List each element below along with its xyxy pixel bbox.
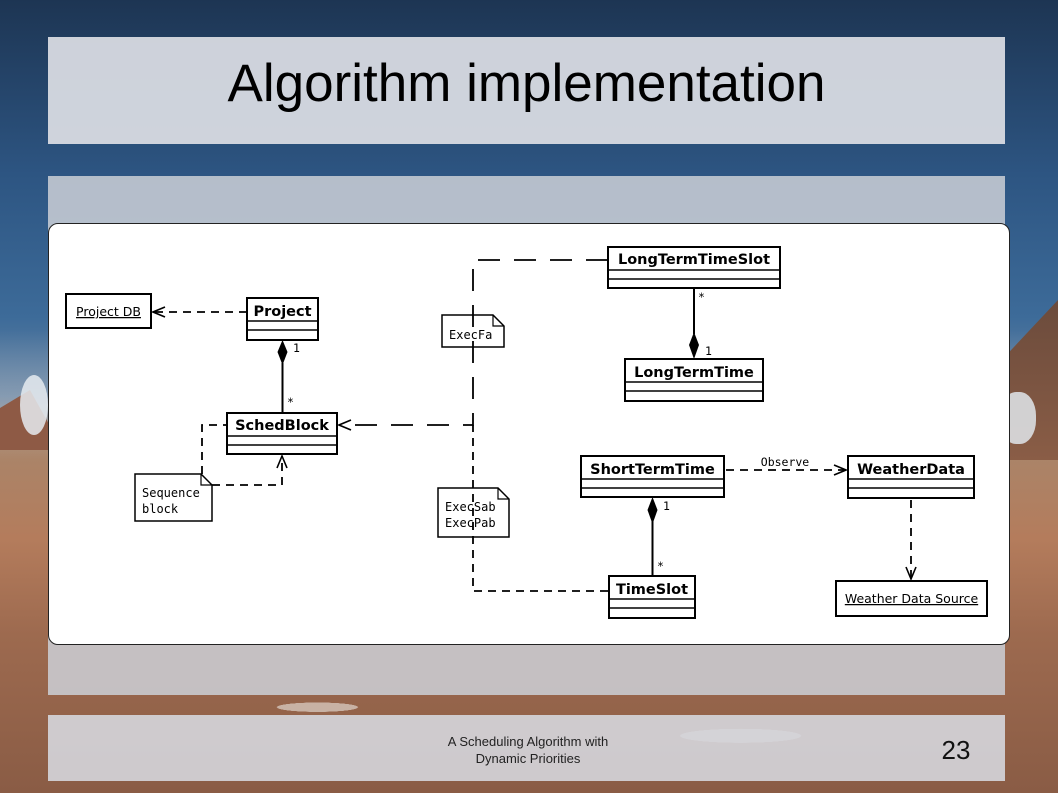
project-schedblock-mult-many: * xyxy=(287,395,294,409)
project-class: Project xyxy=(246,297,319,341)
shorttermtime-timeslot-composition: 1 * xyxy=(647,497,670,576)
background-antenna-left xyxy=(20,375,48,435)
footer-line-1: A Scheduling Algorithm with xyxy=(447,734,609,749)
title-panel: Algorithm implementation xyxy=(48,37,1005,144)
timeslot-class: TimeSlot xyxy=(608,575,696,619)
longtermtimeslot-class: LongTermTimeSlot xyxy=(607,246,781,289)
weatherdata-class: WeatherData xyxy=(847,455,975,499)
sequence-block-line1: Sequence xyxy=(142,486,200,500)
schedblock-class: SchedBlock xyxy=(226,412,338,455)
sequence-block-note: Sequence block xyxy=(134,473,213,522)
exec-fa-note: ExecFa xyxy=(441,314,505,348)
stt-ts-mult-many: * xyxy=(657,559,664,573)
weather-data-source-label: Weather Data Source xyxy=(845,591,979,606)
timeslot-class-label: TimeSlot xyxy=(616,582,688,598)
schedblock-class-label: SchedBlock xyxy=(235,418,329,434)
footer-caption: A Scheduling Algorithm with Dynamic Prio… xyxy=(428,733,628,767)
sequence-block-line2: block xyxy=(142,502,179,516)
sequence-block-self-dependency xyxy=(212,456,282,486)
footer-line-2: Dynamic Priorities xyxy=(475,751,581,766)
sequence-note-anchor xyxy=(201,424,227,474)
ltts-ltt-mult-many: * xyxy=(698,290,705,304)
uml-diagram: Project DB Project 1 * SchedBlock xyxy=(48,223,1010,645)
project-schedblock-mult-1: 1 xyxy=(293,341,300,355)
longtermtime-class: LongTermTime xyxy=(624,358,764,402)
project-db-object: Project DB xyxy=(65,293,152,329)
slide-title: Algorithm implementation xyxy=(227,54,826,113)
longtermtime-class-label: LongTermTime xyxy=(634,365,754,381)
project-schedblock-composition: 1 * xyxy=(277,340,300,413)
exec-pab-label: ExecPab xyxy=(445,516,496,530)
observe-label: Observe xyxy=(761,455,810,469)
ltts-ltt-mult-1: 1 xyxy=(705,344,712,358)
project-db-label: Project DB xyxy=(76,304,141,319)
weather-data-source-object: Weather Data Source xyxy=(835,580,988,617)
footer-panel: A Scheduling Algorithm with Dynamic Prio… xyxy=(48,715,1005,781)
timeslot-to-schedblock-dependency xyxy=(472,425,608,592)
longtermtimeslot-to-schedblock-dependency xyxy=(339,259,608,425)
shorttermtime-class: ShortTermTime xyxy=(580,455,725,498)
shorttermtime-class-label: ShortTermTime xyxy=(590,462,715,478)
exec-fa-label: ExecFa xyxy=(449,328,492,342)
longtermtimeslot-class-label: LongTermTimeSlot xyxy=(618,252,770,268)
exec-sab-label: ExecSab xyxy=(445,500,496,514)
longtermtimeslot-longtermtime-composition: * 1 xyxy=(689,288,712,359)
slide-page-number: 23 xyxy=(941,735,971,765)
stt-ts-mult-1: 1 xyxy=(663,499,670,513)
weatherdata-class-label: WeatherData xyxy=(857,462,965,478)
project-class-label: Project xyxy=(253,304,311,320)
